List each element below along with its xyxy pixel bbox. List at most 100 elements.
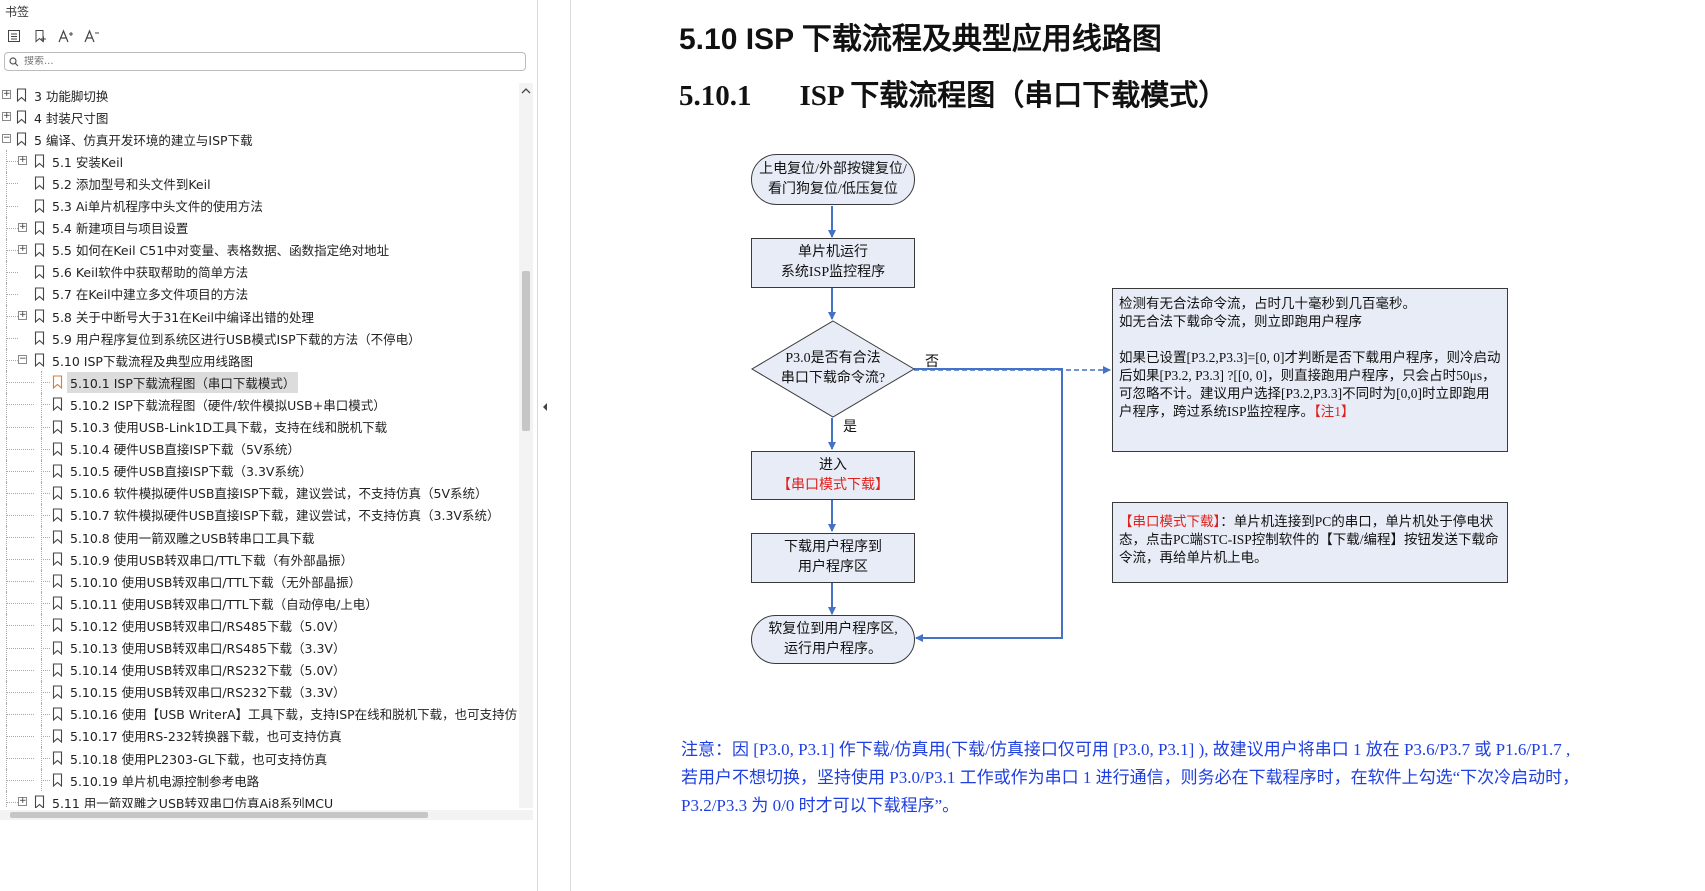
flow-reset-node: 软复位到用户程序区, 运行用户程序。 [751,615,915,664]
collapse-icon[interactable]: − [2,133,11,144]
bookmark-item[interactable]: 5.10.6 软件模拟硬件USB直接ISP下载，建议尝试，不支持仿真（5V系统） [0,481,519,504]
bookmark-item[interactable]: 5.10.8 使用一箭双雕之USB转串口工具下载 [0,526,519,548]
serial-mode-note: 【串口模式下载】：单片机连接到PC的串口，单片机处于停电状态，点击PC端STC-… [1112,502,1508,583]
bookmark-item[interactable]: +5.1 安装Keil [0,150,519,173]
bookmark-item[interactable]: 5.10.13 使用USB转双串口/RS485下载（3.3V） [0,636,519,659]
expand-icon[interactable]: + [2,89,11,99]
bookmark-item[interactable]: +5.8 关于中断号大于31在Keil中编译出错的处理 [0,305,519,327]
collapse-panel-icon[interactable] [540,400,550,414]
tree-guide-line [6,669,34,671]
horizontal-scrollbar-thumb[interactable] [10,812,428,818]
bookmark-label: 5.10.14 使用USB转双串口/RS232下载（5.0V） [70,663,346,679]
bookmark-item[interactable]: 5.10.3 使用USB-Link1D工具下载，支持在线和脱机下载 [0,415,519,438]
bookmark-item[interactable]: −5.10 ISP下载流程及典型应用线路图 [0,349,519,372]
tree-guide-line [6,316,18,317]
expand-icon[interactable]: + [2,111,11,122]
bookmark-icon [34,795,45,808]
bookmark-label: 5.1 安装Keil [52,154,124,170]
tree-guide-line [41,669,50,671]
panel-divider[interactable] [570,0,571,891]
bookmark-icon [52,707,63,721]
tree-guide-line [41,559,50,561]
vertical-scrollbar[interactable] [519,83,533,808]
bookmark-item[interactable]: +4 封装尺寸图 [0,106,519,128]
tree-guide-line [6,161,18,163]
bookmark-item[interactable]: 5.6 Keil软件中获取帮助的简单方法 [0,260,519,283]
bookmark-label: 5.10.10 使用USB转双串口/TTL下载（无外部晶振） [70,574,362,590]
tree-guide-line [6,271,18,273]
horizontal-scrollbar[interactable] [0,810,533,820]
subsection-number: 5.10.1 [679,80,752,112]
scroll-up-icon[interactable] [521,87,531,95]
bookmark-label: 5.10.6 软件模拟硬件USB直接ISP下载，建议尝试，不支持仿真（5V系统） [70,486,488,502]
tree-guide-line [6,603,34,605]
tree-guide-line [6,249,18,251]
bookmark-item[interactable]: 5.10.2 ISP下载流程图（硬件/软件模拟USB+串口模式） [0,393,519,416]
bookmark-item[interactable]: 5.10.7 软件模拟硬件USB直接ISP下载，建议尝试，不支持仿真（3.3V系… [0,503,519,526]
bookmark-search-box[interactable] [4,52,526,71]
bookmark-label: 5.5 如何在Keil C51中对变量、表格数据、函数指定绝对地址 [52,243,390,259]
bookmark-label: 4 封装尺寸图 [34,110,109,126]
flow-start-node: 上电复位/外部按键复位/ 看门狗复位/低压复位 [751,154,915,205]
scrollbar-thumb[interactable] [522,271,530,431]
bookmark-item[interactable]: 5.10.16 使用【USB WriterA】工具下载，支持ISP在线和脱机下载… [0,702,519,725]
tree-guide-line [6,360,18,362]
bookmark-item[interactable]: 5.10.5 硬件USB直接ISP下载（3.3V系统） [0,459,519,482]
tree-guide-line [41,603,50,605]
bookmark-item[interactable]: 5.10.10 使用USB转双串口/TTL下载（无外部晶振） [0,570,519,593]
expand-icon[interactable]: + [18,221,27,232]
tree-guide-line [6,691,34,693]
bookmark-item[interactable]: −5 编译、仿真开发环境的建立与ISP下载 [0,128,519,150]
bookmark-item[interactable]: 5.10.15 使用USB转双串口/RS232下载（3.3V） [0,680,519,703]
bookmark-label: 5.10.7 软件模拟硬件USB直接ISP下载，建议尝试，不支持仿真（3.3V系… [70,508,500,524]
bookmark-item[interactable]: 5.10.1 ISP下载流程图（串口下载模式） [0,371,519,394]
tree-guide-line [6,293,18,295]
font-increase-icon[interactable] [56,27,76,45]
bookmark-item[interactable]: +3 功能脚切换 [0,84,519,106]
bookmark-icon [52,375,63,390]
font-decrease-icon[interactable] [82,27,102,45]
bookmark-item[interactable]: 5.10.19 单片机电源控制参考电路 [0,769,519,792]
search-input[interactable] [24,56,504,67]
bookmark-icon [52,464,63,478]
bookmark-icon [34,331,45,346]
expand-icon[interactable]: + [18,310,27,320]
expand-icon[interactable]: + [18,155,27,166]
bookmark-item[interactable]: 5.10.9 使用USB转双串口/TTL下载（有外部晶振） [0,548,519,571]
expand-icon[interactable]: + [18,243,27,254]
tree-guide-line [6,537,34,538]
bookmark-item[interactable]: 5.10.12 使用USB转双串口/RS485下载（5.0V） [0,614,519,637]
bookmark-item[interactable]: 5.10.17 使用RS-232转换器下载，也可支持仿真 [0,724,519,747]
bookmark-label: 5.9 用户程序复位到系统区进行USB模式ISP下载的方法（不停电） [52,331,421,347]
panel-title: 书签 [5,5,30,19]
bookmark-item[interactable]: 5.10.18 使用PL2303-GL下载，也可支持仿真 [0,747,519,769]
tree-guide-line [41,625,50,627]
bookmark-icon [34,221,45,235]
bookmark-label: 5.3 Ai单片机程序中头文件的使用方法 [52,199,263,214]
bookmark-item[interactable]: 5.2 添加型号和头文件到Keil [0,172,519,195]
expand-icon[interactable]: + [18,796,27,807]
bookmark-item[interactable]: +5.11 用一箭双雕之USB转双串口仿真Ai8系列MCU [0,791,519,808]
bookmark-item[interactable]: 5.3 Ai单片机程序中头文件的使用方法 [0,194,519,217]
bookmark-item[interactable]: 5.10.4 硬件USB直接ISP下载（5V系统） [0,437,519,460]
bookmark-icon [52,596,63,611]
bookmark-icon [34,265,45,279]
bookmark-item[interactable]: 5.9 用户程序复位到系统区进行USB模式ISP下载的方法（不停电） [0,327,519,350]
outline-view-icon[interactable] [4,27,24,45]
bookmark-item[interactable]: +5.5 如何在Keil C51中对变量、表格数据、函数指定绝对地址 [0,238,519,261]
bookmark-add-icon[interactable] [30,27,50,45]
tree-guide-line [41,426,50,428]
bookmark-item[interactable]: +5.4 新建项目与项目设置 [0,216,519,239]
bookmark-label: 5.10.17 使用RS-232转换器下载，也可支持仿真 [70,729,342,745]
tree-guide-line [6,791,7,808]
bookmark-item[interactable]: 5.7 在Keil中建立多文件项目的方法 [0,282,519,305]
tree-guide-line [6,382,34,384]
tree-guide-line [41,448,50,450]
tree-guide-line [6,426,34,428]
tree-guide-line [6,802,18,804]
collapse-icon[interactable]: − [18,354,27,365]
bookmark-item[interactable]: 5.10.14 使用USB转双串口/RS232下载（5.0V） [0,658,519,681]
tree-guide-line [6,647,34,649]
bookmark-item[interactable]: 5.10.11 使用USB转双串口/TTL下载（自动停电/上电） [0,592,519,615]
